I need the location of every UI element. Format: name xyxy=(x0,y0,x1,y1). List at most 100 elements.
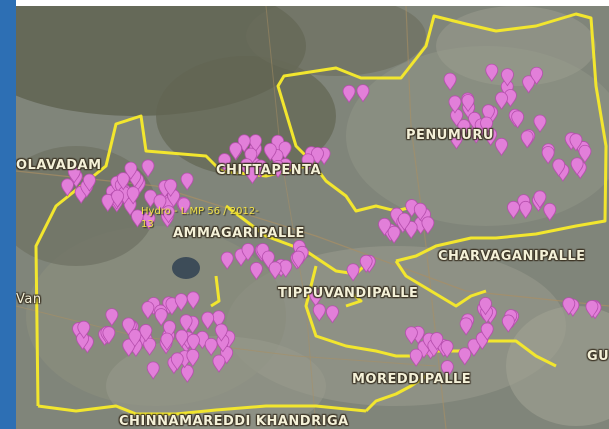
map-pin-icon[interactable] xyxy=(485,63,499,82)
map-pin-icon[interactable] xyxy=(421,216,435,235)
map-pin-icon[interactable] xyxy=(186,348,200,368)
map-pin-icon[interactable] xyxy=(179,314,193,333)
map-pin-icon[interactable] xyxy=(160,332,174,351)
map-pin-icon[interactable] xyxy=(495,137,508,157)
map-pin-icon[interactable] xyxy=(387,225,401,244)
map-pin-icon[interactable] xyxy=(105,308,119,327)
marker-layer[interactable] xyxy=(61,63,602,383)
map-pin-icon[interactable] xyxy=(578,144,592,164)
map-pin-icon[interactable] xyxy=(279,259,293,278)
map-pin-icon[interactable] xyxy=(170,352,184,371)
map-pin-icon[interactable] xyxy=(458,347,472,366)
map-pin-icon[interactable] xyxy=(204,337,218,357)
map-pin-icon[interactable] xyxy=(128,329,142,348)
map-pin-icon[interactable] xyxy=(143,337,157,356)
map-pin-icon[interactable] xyxy=(177,197,191,216)
map-pin-icon[interactable] xyxy=(511,110,525,129)
map-pin-icon[interactable] xyxy=(501,314,515,333)
map-pin-icon[interactable] xyxy=(212,354,226,373)
map-pin-icon[interactable] xyxy=(569,133,583,152)
map-pin-icon[interactable] xyxy=(141,159,155,178)
map-pin-icon[interactable] xyxy=(440,340,454,359)
map-pin-icon[interactable] xyxy=(164,178,178,198)
map-pin-icon[interactable] xyxy=(124,161,138,180)
map-pin-icon[interactable] xyxy=(312,303,326,322)
map-pin-icon[interactable] xyxy=(67,165,81,184)
map-pin-icon[interactable] xyxy=(165,297,179,316)
map-pin-icon[interactable] xyxy=(585,300,599,319)
map-pin-icon[interactable] xyxy=(220,251,234,270)
map-pin-icon[interactable] xyxy=(405,326,418,345)
map-pin-icon[interactable] xyxy=(440,360,454,379)
map-pin-icon[interactable] xyxy=(131,209,144,228)
map-pin-icon[interactable] xyxy=(154,308,168,327)
map-pin-icon[interactable] xyxy=(201,311,215,330)
map-pin-icon[interactable] xyxy=(174,293,188,312)
map-pin-icon[interactable] xyxy=(83,173,96,192)
map-pin-icon[interactable] xyxy=(562,297,576,316)
map-pin-icon[interactable] xyxy=(180,172,194,191)
map-pin-icon[interactable] xyxy=(111,189,124,208)
map-pin-icon[interactable] xyxy=(522,75,536,94)
map-pin-icon[interactable] xyxy=(448,95,462,114)
map-pin-icon[interactable] xyxy=(271,159,285,179)
map-pin-icon[interactable] xyxy=(229,142,242,161)
map-pin-icon[interactable] xyxy=(116,172,130,191)
map-pin-icon[interactable] xyxy=(533,114,547,133)
map-pin-icon[interactable] xyxy=(356,84,370,103)
map-pin-icon[interactable] xyxy=(342,84,356,104)
map-pin-icon[interactable] xyxy=(268,261,282,280)
map-pin-icon[interactable] xyxy=(397,212,411,231)
map-pin-icon[interactable] xyxy=(175,329,189,348)
map-pin-icon[interactable] xyxy=(246,166,259,185)
map-pin-icon[interactable] xyxy=(102,326,116,345)
map-pin-icon[interactable] xyxy=(479,297,492,316)
satellite-map[interactable]: PENUMURU OLAVADAM CHITTAPENTA Hydro - L.… xyxy=(16,6,609,429)
map-pin-icon[interactable] xyxy=(409,348,423,367)
map-pin-icon[interactable] xyxy=(186,291,200,310)
map-pin-icon[interactable] xyxy=(459,317,473,336)
map-pin-icon[interactable] xyxy=(543,202,557,222)
map-pin-icon[interactable] xyxy=(212,310,226,329)
map-pin-icon[interactable] xyxy=(142,211,156,230)
map-pin-icon[interactable] xyxy=(480,322,494,341)
map-pin-icon[interactable] xyxy=(480,116,493,135)
map-pin-icon[interactable] xyxy=(122,338,136,357)
map-pin-icon[interactable] xyxy=(552,158,566,177)
map-pin-icon[interactable] xyxy=(519,200,533,220)
map-pin-icon[interactable] xyxy=(501,68,514,87)
map-pin-icon[interactable] xyxy=(541,146,555,165)
map-pin-icon[interactable] xyxy=(153,194,167,213)
map-pin-icon[interactable] xyxy=(359,254,373,273)
map-pin-icon[interactable] xyxy=(291,250,305,269)
map-pin-icon[interactable] xyxy=(241,243,255,262)
map-pin-icon[interactable] xyxy=(533,190,547,209)
map-pin-icon[interactable] xyxy=(122,317,135,336)
map-pin-icon[interactable] xyxy=(162,205,175,224)
map-pin-icon[interactable] xyxy=(163,320,176,339)
map-pin-icon[interactable] xyxy=(507,200,520,220)
map-pin-icon[interactable] xyxy=(309,288,323,307)
map-pin-icon[interactable] xyxy=(443,72,457,91)
map-pin-icon[interactable] xyxy=(249,262,263,281)
map-pin-icon[interactable] xyxy=(77,320,91,339)
map-layer[interactable] xyxy=(16,6,609,429)
map-pin-icon[interactable] xyxy=(570,157,584,176)
map-pin-icon[interactable] xyxy=(520,130,534,149)
map-pin-icon[interactable] xyxy=(301,153,315,172)
map-pin-icon[interactable] xyxy=(404,221,418,240)
map-pin-icon[interactable] xyxy=(326,305,339,324)
map-pin-icon[interactable] xyxy=(461,94,475,113)
map-pin-icon[interactable] xyxy=(187,333,200,352)
map-pin-icon[interactable] xyxy=(180,364,194,383)
map-pin-icon[interactable] xyxy=(430,332,444,351)
map-pin-icon[interactable] xyxy=(495,91,508,110)
map-pin-icon[interactable] xyxy=(126,186,140,205)
map-pin-icon[interactable] xyxy=(261,250,275,269)
map-pin-icon[interactable] xyxy=(457,119,471,138)
map-pin-icon[interactable] xyxy=(482,104,495,123)
map-pin-icon[interactable] xyxy=(218,153,231,172)
map-pin-icon[interactable] xyxy=(146,361,160,380)
map-pin-icon[interactable] xyxy=(346,263,360,282)
